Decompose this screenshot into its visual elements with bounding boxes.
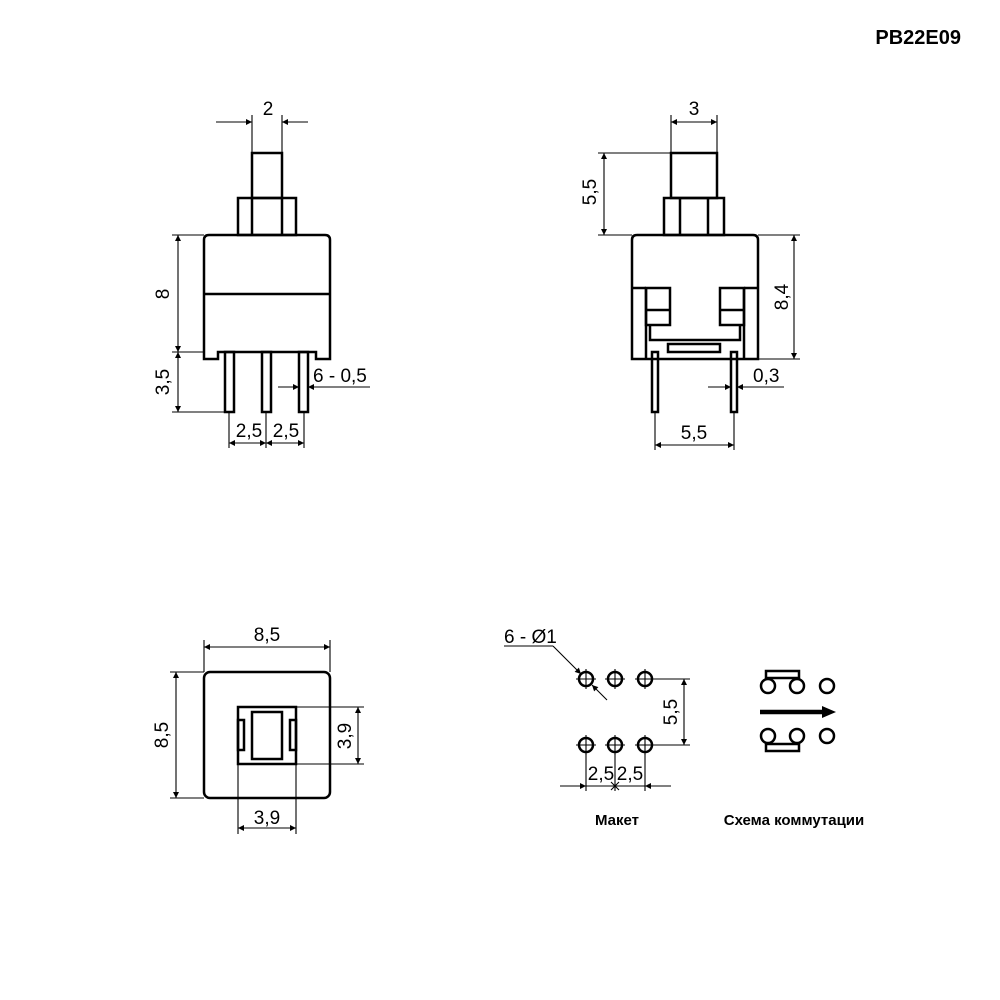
dim-front-pitch-right: 2,5 <box>273 421 299 442</box>
dim-top-width: 8,5 <box>254 625 280 646</box>
pcb-layout: 6 - Ø1 5,5 2,5 2,5 Макет <box>504 627 690 829</box>
front-collar <box>236 196 298 237</box>
dim-side-pin-thickness: 0,3 <box>753 366 779 387</box>
dim-layout-holes: 6 - Ø1 <box>504 627 557 648</box>
dim-layout-pitch-left: 2,5 <box>588 764 614 785</box>
switching-schematic: Схема коммутации <box>724 669 865 829</box>
front-pin-right <box>297 350 310 414</box>
schematic-caption: Схема коммутации <box>724 812 865 829</box>
part-number-title: PB22E09 <box>875 27 961 49</box>
contact-terminal <box>818 727 836 745</box>
side-latch-right <box>718 286 746 327</box>
dim-front-stem-width: 2 <box>263 99 274 120</box>
side-stem <box>669 151 719 200</box>
front-stem <box>250 151 284 200</box>
front-view: 2 8 3,5 6 - 0,5 2,5 2,5 <box>153 99 370 448</box>
side-body <box>630 233 760 361</box>
dim-side-pin-span: 5,5 <box>681 423 707 444</box>
dim-front-pins: 6 - 0,5 <box>313 366 367 387</box>
top-view: 8,5 8,5 3,9 3,9 <box>152 625 364 834</box>
side-collar <box>662 196 726 237</box>
contact-terminal <box>759 677 777 695</box>
dim-top-height: 8,5 <box>152 722 173 748</box>
contact-terminal <box>788 677 806 695</box>
dim-top-button-width: 3,9 <box>254 808 280 829</box>
front-pin-left <box>223 350 236 414</box>
top-body <box>202 670 332 800</box>
side-pin-left <box>650 350 660 414</box>
dim-side-body-height: 8,4 <box>772 283 793 310</box>
side-latch-left <box>644 286 672 327</box>
dim-side-stem-height: 5,5 <box>580 179 601 205</box>
hole <box>605 669 625 689</box>
dim-layout-row-spacing: 5,5 <box>661 699 682 725</box>
dim-front-body-height: 8 <box>153 289 174 300</box>
contact-terminal <box>788 727 806 745</box>
front-body <box>202 233 332 361</box>
contact-bridge-top <box>764 669 801 680</box>
side-view: 3 5,5 8,4 0,3 5,5 <box>580 99 800 450</box>
side-pin-right <box>729 350 739 414</box>
hole <box>635 669 655 689</box>
dim-front-pitch-left: 2,5 <box>236 421 262 442</box>
dim-layout-pitch-right: 2,5 <box>617 764 643 785</box>
front-pin-middle <box>260 350 273 414</box>
dim-front-pin-length: 3,5 <box>153 369 174 395</box>
top-button <box>236 705 298 766</box>
contact-bridge-bottom <box>764 742 801 753</box>
layout-caption: Макет <box>595 812 639 829</box>
contact-terminal <box>818 677 836 695</box>
contact-terminal <box>759 727 777 745</box>
dim-top-button-height: 3,9 <box>335 723 356 749</box>
hole <box>576 669 596 689</box>
dim-side-stem-width: 3 <box>689 99 700 120</box>
